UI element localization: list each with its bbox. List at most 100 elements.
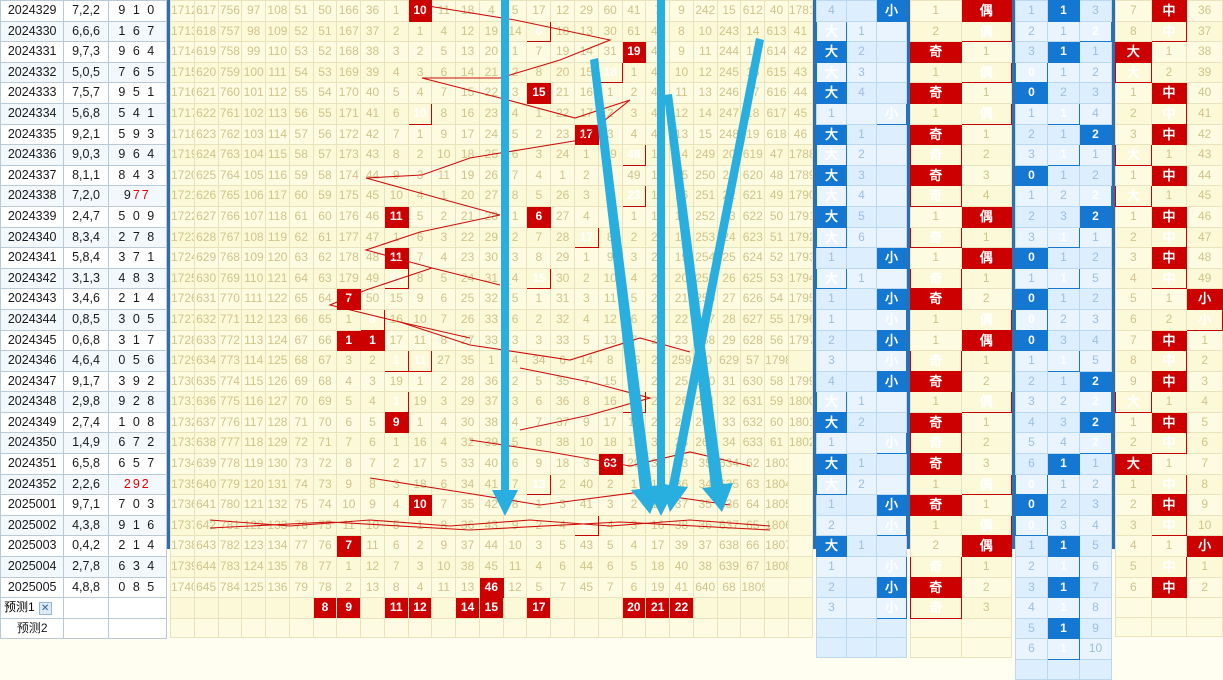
table-row[interactable]: 1727632771112123666518161072633623241262… [170, 308, 814, 331]
prediction2-pair-cell[interactable] [63, 617, 109, 640]
table-row[interactable]: 1733638777118129727176116432395838101812… [170, 432, 814, 455]
table-row[interactable]: 1739644783124135787711273103845114644651… [170, 556, 814, 578]
table-row[interactable]: 1725630769110121646317949148524314153021… [170, 267, 814, 290]
table-row[interactable]: 1720625764105116595817444931119267412549… [170, 164, 814, 187]
table-row[interactable]: 1721626765106117605917545104120278526362… [170, 185, 814, 207]
table-row[interactable]: 1712617756971085150166361101118451712296… [170, 0, 814, 22]
table-row[interactable]: 1719624763104115585717343821018256324119… [170, 144, 814, 166]
table-row[interactable]: 1723628767108119626117747163222927281782… [170, 226, 814, 249]
table-row[interactable]: 1717622761102113565517141610816234122172… [170, 102, 814, 125]
table-row[interactable]: 1740645784125136797821384111346125745761… [170, 576, 814, 599]
prediction1-triple-cell[interactable] [107, 597, 168, 619]
table-row[interactable]: 1728633772113124676611171182733333351372… [170, 329, 814, 352]
table-row[interactable]: 1714619758991105352168383251320171914311… [170, 41, 814, 63]
table-row[interactable]: 1734639778119130737287217533406918363293… [170, 453, 814, 475]
table-row[interactable]: 1729634773114125686732111273514346148262… [170, 350, 814, 372]
prediction1-pair-cell[interactable] [63, 597, 109, 619]
